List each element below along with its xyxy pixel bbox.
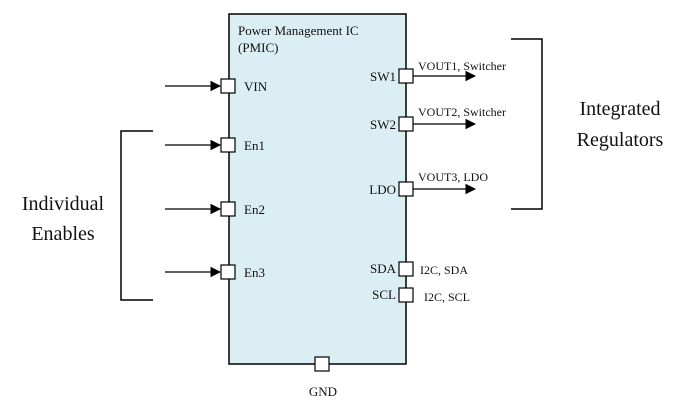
pin-label-en3: En3 [244,265,265,280]
enables-label-line1: Individual [22,193,105,215]
pin-label-sw1: SW1 [370,69,396,84]
pin-label-vin: VIN [244,79,268,94]
pin-label-scl: SCL [372,287,396,302]
pin-label-sda: SDA [370,261,397,276]
pin-sw1: SW1 VOUT1, Switcher [370,59,506,84]
pin-en2: En2 [165,201,265,217]
regulators-label-line2: Regulators [577,129,664,151]
signal-label-i2c-scl: I2C, SCL [424,290,470,304]
signal-label-vout2: VOUT2, Switcher [418,105,506,119]
pin-sw2: SW2 VOUT2, Switcher [370,105,506,132]
enables-bracket [120,130,153,301]
pin-label-gnd: GND [309,384,337,399]
regulators-label-line1: Integrated [579,98,660,120]
pin-scl: SCL I2C, SCL [372,287,470,304]
pmic-chip-body [228,13,407,365]
enables-label-line2: Enables [31,223,95,245]
pin-gnd: GND [309,356,337,399]
pin-label-ldo: LDO [369,182,396,197]
pin-en3: En3 [165,264,265,280]
regulators-bracket [511,38,543,210]
pin-label-en2: En2 [244,202,265,217]
pin-sda: SDA I2C, SDA [370,261,468,277]
signal-label-i2c-sda: I2C, SDA [420,263,468,277]
pin-label-en1: En1 [244,138,265,153]
pin-en1: En1 [165,137,265,153]
pin-vin: VIN [165,78,268,94]
pin-ldo: LDO VOUT3, LDO [369,170,488,197]
signal-label-vout3: VOUT3, LDO [418,170,488,184]
chip-title-line1: Power Management IC [238,23,359,38]
pin-label-sw2: SW2 [370,117,396,132]
chip-title-line2: (PMIC) [238,40,278,55]
signal-label-vout1: VOUT1, Switcher [418,59,506,73]
